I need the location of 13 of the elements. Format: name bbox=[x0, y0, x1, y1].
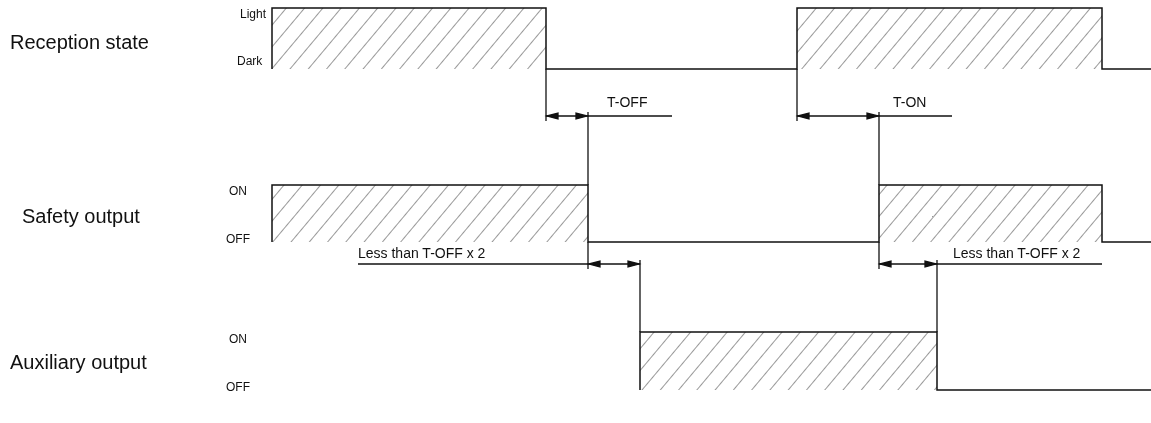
level-label: Light bbox=[240, 8, 267, 20]
dimension-label: T-ON bbox=[893, 95, 927, 109]
level-label: Dark bbox=[237, 55, 263, 67]
level-label: OFF bbox=[226, 233, 250, 245]
signal-name: Reception state bbox=[10, 32, 149, 52]
dimension-label: Less than T-OFF x 2 bbox=[953, 246, 1081, 260]
dimension-label: Less than T-OFF x 2 bbox=[358, 246, 486, 260]
level-label: ON bbox=[229, 333, 247, 345]
signal-name: Safety output bbox=[22, 206, 140, 226]
level-label: ON bbox=[229, 185, 247, 197]
signal-name: Auxiliary output bbox=[10, 352, 147, 372]
dimension-label: T-OFF bbox=[607, 95, 648, 109]
level-label: OFF bbox=[226, 381, 250, 393]
